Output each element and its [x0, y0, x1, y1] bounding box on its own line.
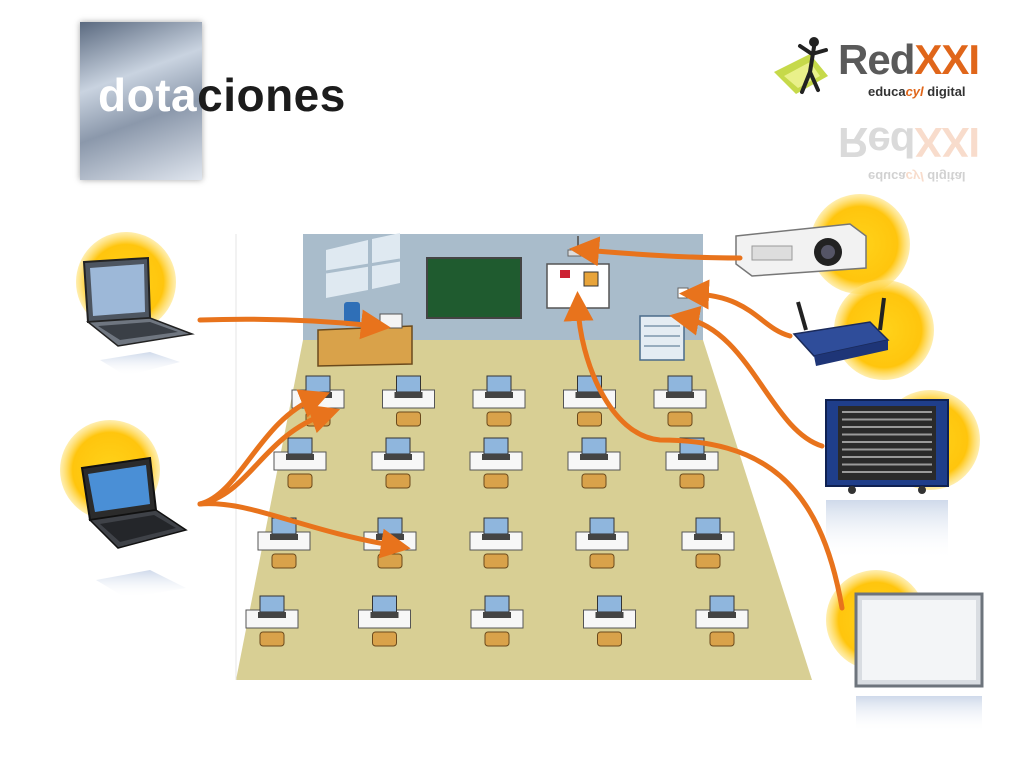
student-desk: [472, 375, 526, 427]
student-desk: [563, 375, 616, 427]
student-desk: [575, 517, 629, 569]
wifi-router-icon: [792, 280, 934, 380]
projector-icon: [735, 194, 910, 294]
logo-figure-icon: [774, 37, 828, 94]
logo-tagline: educacyl digital: [868, 84, 966, 99]
student-desk: [653, 375, 707, 427]
interactive-whiteboard-icon: [826, 570, 984, 732]
arrow-laptop-to-desk: [197, 309, 391, 340]
page-title: dotaciones: [98, 69, 346, 121]
student-desk: [273, 437, 327, 489]
logo-name: RedXXI: [838, 36, 980, 83]
connection-arrows: [197, 236, 845, 611]
arrow-projector-to-board: [569, 236, 743, 267]
student-desk: [583, 595, 636, 647]
student-desk: [470, 595, 524, 647]
arrow-whiteboard-to-board: [563, 291, 845, 611]
student-desk: [469, 437, 523, 489]
arrow-router-to-ap: [679, 279, 793, 339]
laptop-icon: [76, 232, 195, 376]
student-desk: [567, 437, 621, 489]
cart-in-room: [639, 315, 685, 361]
classroom: [235, 233, 812, 680]
student-desk: [681, 517, 735, 569]
arrow-netbook-to-desks-b: [197, 404, 341, 507]
student-desk: [695, 595, 749, 647]
window: [325, 233, 401, 298]
redxxi-logo: RedXXI educacyl digital RedXXI educacyl …: [770, 32, 1002, 192]
student-desk: [469, 517, 523, 569]
student-desk: [371, 437, 425, 489]
student-desk: [382, 375, 435, 427]
arrow-cart-to-room: [669, 305, 825, 449]
charging-cart-icon: [825, 390, 980, 560]
student-desk: [245, 595, 299, 647]
netbook-icon: [60, 420, 188, 598]
title-photo: [80, 22, 202, 180]
chalkboard: [426, 257, 522, 319]
student-desk: [358, 595, 411, 647]
arrow-netbook-to-desks-c: [197, 501, 411, 559]
